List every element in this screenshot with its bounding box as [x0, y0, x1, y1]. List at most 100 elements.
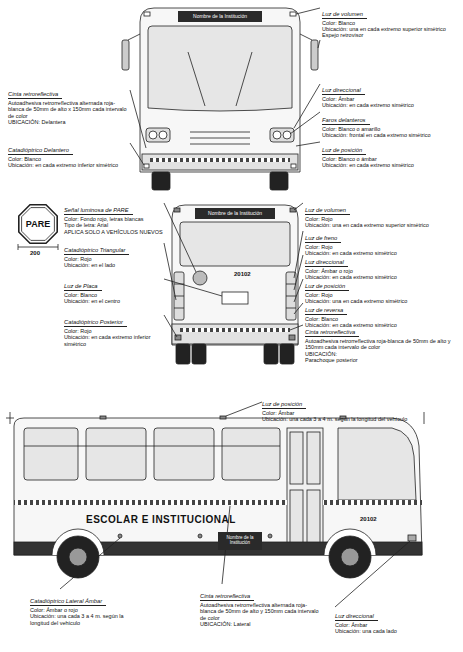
callout-text: ESCOLAR E INSTITUCIONAL	[86, 514, 286, 526]
callout-heading: Luz de volumen	[322, 11, 367, 19]
callout-text: Ubicación: en cada extremo simétrico	[322, 162, 458, 168]
callout-text: Ubicación: en cada extremo simétrico	[305, 274, 458, 280]
callout-text: Color: Blanco	[64, 292, 164, 298]
callout-heading: Catadióptrico Lateral Ámbar	[30, 598, 106, 606]
callout-group: Luz direccionalColor: Ámbar o rojoUbicac…	[305, 250, 458, 281]
callout-text: Color: Blanco	[322, 20, 458, 26]
callout-text: Ubicación: una en cada extremo simétrico	[305, 298, 458, 304]
callout-text: Ubicación: una cada 3 a 4 m. según la lo…	[262, 416, 422, 422]
callout-heading: Luz de posición	[322, 147, 366, 155]
callout-text: Ubicación: una cada 3 a 4 m. según la lo…	[30, 613, 142, 626]
callout-heading: Cinta retroreflectiva	[8, 91, 62, 99]
callout-text: Color: Blanco o amarillo	[322, 126, 458, 132]
callout-text: 20102	[360, 516, 400, 523]
callout-text: Ubicación: en el centro	[64, 298, 164, 304]
callout-group: Luz direccionalColor: ÁmbarUbicación: en…	[322, 78, 458, 109]
callout-text: Color: Ámbar	[322, 96, 458, 102]
callout-group: Luz de posiciónColor: Blanco o ámbarUbic…	[322, 138, 458, 169]
callout-heading: Luz de posición	[262, 401, 306, 409]
callout-group: Luz de reversaColor: BlancoUbicación: en…	[305, 298, 458, 329]
callout-text: Color: Fondo rojo, letras blancas	[64, 216, 164, 222]
callout-text: Color: Rojo	[64, 328, 164, 334]
callout-heading: Luz de reversa	[305, 307, 347, 315]
callout-text: Color: Blanco	[305, 316, 458, 322]
callout-text: Parachoque posterior	[305, 357, 458, 363]
callout-text: Ubicación: en el lado	[64, 262, 164, 268]
callout-group: ESCOLAR E INSTITUCIONAL	[86, 514, 286, 526]
node-text: Nombre de la Institución	[208, 211, 262, 217]
callout-text: UBICACIÓN:	[305, 351, 458, 357]
callout-text: Tipo de letra: Arial	[64, 222, 164, 228]
callout-heading: Luz direccional	[305, 259, 348, 267]
callout-text: UBICACIÓN: Lateral	[200, 621, 322, 627]
callout-text: UBICACIÓN: Delantera	[8, 119, 128, 125]
callout-heading: Luz direccional	[322, 87, 365, 95]
callout-text: Color: Rojo	[64, 256, 164, 262]
callout-text: Color: Blanco o ámbar	[322, 156, 458, 162]
callout-text: Ubicación: en cada extremo simétrico	[305, 250, 458, 256]
callout-text: Color: Rojo	[305, 244, 458, 250]
callout-text: Ubicación: en cada extremo simétrico	[305, 322, 458, 328]
callout-text: APLICA SOLO A VEHÍCULOS NUEVOS	[64, 229, 164, 235]
callout-text: Color: Blanco	[8, 156, 128, 162]
callout-group: Espejo retrovisor	[322, 32, 458, 38]
callout-text: Color: Ámbar	[335, 622, 453, 628]
callout-heading: Luz de Placa	[64, 283, 102, 291]
callout-group: Luz de posiciónColor: ÁmbarUbicación: un…	[262, 392, 422, 423]
callout-group: Catadióptrico PosteriorColor: RojoUbicac…	[64, 310, 164, 347]
callout-text: Color: Ámbar o rojo	[305, 268, 458, 274]
callout-group: Luz de volumenColor: RojoUbicación: una …	[305, 198, 458, 229]
callout-group: Luz de frenoColor: RojoUbicación: en cad…	[305, 226, 458, 257]
callout-heading: Luz de volumen	[305, 207, 350, 215]
callout-group: Faros delanterosColor: Blanco o amarillo…	[322, 108, 458, 139]
callout-group: Catadióptrico Lateral ÁmbarColor: Ámbar …	[30, 589, 142, 626]
callout-group: Luz de volumenColor: BlancoUbicación: un…	[322, 2, 458, 33]
callout-text: Color: Ámbar o rojo	[30, 607, 142, 613]
callout-heading: Cinta retroreflectiva	[200, 593, 254, 601]
callout-heading: Luz de freno	[305, 235, 341, 243]
stop-sign: PARE	[18, 204, 58, 244]
callout-group: Cinta retroreflectivaAutoadhesiva retror…	[305, 320, 458, 363]
callout-group: Cinta retroreflectivaAutoadhesiva retror…	[200, 584, 322, 627]
callout-group: Catadióptrico DelanteroColor: BlancoUbic…	[8, 138, 128, 169]
callout-group: Luz de posiciónColor: RojoUbicación: una…	[305, 274, 458, 305]
node-text: Nombre de la Institución	[193, 14, 247, 20]
destination-sign: Nombre de la Institución	[195, 208, 275, 219]
callout-heading: Cinta retroreflectiva	[305, 329, 359, 337]
callout-heading: Luz direccional	[335, 613, 378, 621]
callout-group: 200	[30, 250, 60, 257]
callout-text: Ubicación: en cada extremo simétrico	[322, 102, 458, 108]
callout-text: Ubicación: en cada extremo inferior simé…	[8, 162, 128, 168]
callout-text: Autoadhesiva retrorreflectiva alternada …	[8, 100, 128, 119]
callout-heading: Faros delanteros	[322, 117, 370, 125]
node-text: PARE	[26, 219, 50, 229]
callout-text: Ubicación: una en cada extremo superior …	[322, 26, 458, 32]
callout-text: Espejo retrovisor	[322, 32, 458, 38]
callout-group: Cinta retroreflectivaAutoadhesiva retror…	[8, 82, 128, 125]
callout-text: Ubicación: en cada extremo inferior simé…	[64, 334, 164, 347]
callout-heading: Catadióptrico Triangular	[64, 247, 129, 255]
destination-sign: Nombre de la Institución	[178, 11, 262, 22]
callout-heading: Señal luminosa de PARE	[64, 207, 133, 215]
callout-text: Ubicación: una cada lado	[335, 628, 453, 634]
callout-group: Señal luminosa de PAREColor: Fondo rojo,…	[64, 198, 164, 235]
callout-text: 200	[30, 250, 60, 257]
callout-text: 20102	[234, 271, 274, 278]
callout-text: Color: Ámbar	[262, 410, 422, 416]
callout-heading: Catadióptrico Posterior	[64, 319, 127, 327]
callout-text: Autoadhesiva retrorreflectiva roja-blanc…	[305, 338, 458, 351]
callout-text: Ubicación: una en cada extremo superior …	[305, 222, 458, 228]
callout-heading: Luz de posición	[305, 283, 349, 291]
callout-text: Autoadhesiva retrorreflectiva alternada …	[200, 602, 322, 621]
callout-group: 20102	[360, 516, 400, 523]
callout-group: Catadióptrico TriangularColor: RojoUbica…	[64, 238, 164, 269]
callout-group: 20102	[234, 271, 274, 278]
callout-heading: Catadióptrico Delantero	[8, 147, 73, 155]
callout-group: Luz direccionalColor: ÁmbarUbicación: un…	[335, 604, 453, 635]
callout-text: Color: Rojo	[305, 292, 458, 298]
callout-group: Luz de PlacaColor: BlancoUbicación: en e…	[64, 274, 164, 305]
institution-plate: Nombre de la Institución	[218, 532, 262, 550]
node-text: Nombre de la Institución	[218, 536, 262, 546]
callout-text: Color: Rojo	[305, 216, 458, 222]
callout-text: Ubicación: frontal en cada extremo simét…	[322, 132, 458, 138]
